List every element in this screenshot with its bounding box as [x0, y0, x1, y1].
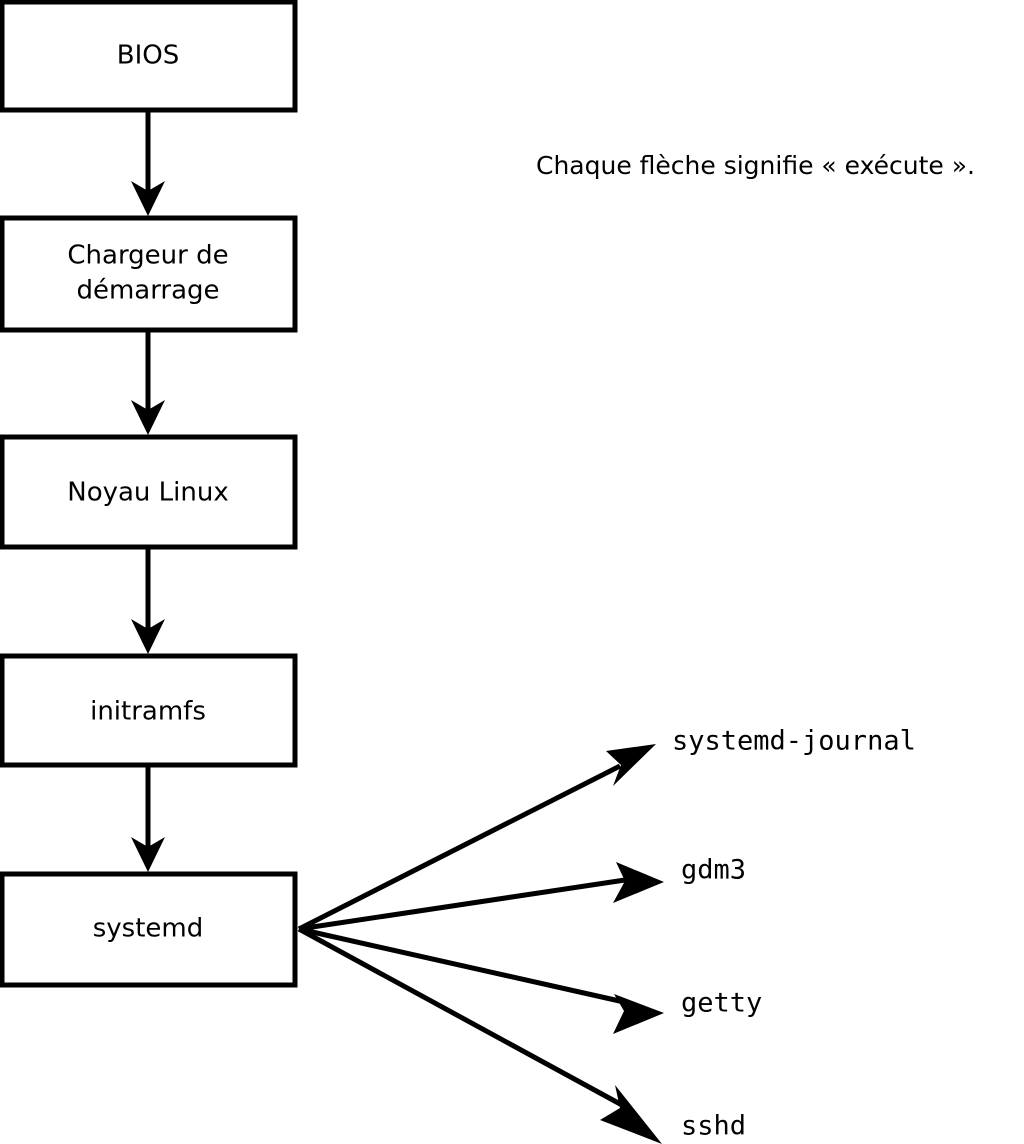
edge-line	[298, 877, 626, 932]
chain-edges-group	[131, 111, 165, 872]
edge-bootloader-to-kernel	[131, 331, 165, 435]
node-label: BIOS	[117, 41, 179, 71]
arrowhead-down-icon	[131, 619, 165, 654]
arrowhead-icon	[600, 1085, 662, 1144]
arrowhead-icon	[606, 744, 656, 786]
node-bootloader[interactable]: Chargeur de démarrage	[0, 215, 298, 333]
node-box[interactable]	[0, 653, 298, 768]
edge-line	[297, 763, 622, 932]
service-edges-group	[297, 744, 664, 1144]
node-label: systemd	[93, 914, 204, 944]
node-systemd[interactable]: systemd	[0, 871, 298, 988]
node-label-line1: Chargeur de	[67, 241, 228, 271]
node-box[interactable]	[0, 0, 298, 113]
node-label: initramfs	[90, 697, 206, 727]
node-bios[interactable]: BIOS	[0, 0, 298, 113]
edge-bios-to-bootloader	[131, 111, 165, 216]
arrowhead-down-icon	[131, 400, 165, 435]
arrowhead-down-icon	[131, 837, 165, 872]
edge-line	[297, 926, 624, 1108]
node-label: Noyau Linux	[67, 478, 228, 508]
edge-initramfs-to-systemd	[131, 766, 165, 872]
edge-systemd-to-getty	[298, 926, 664, 1034]
edge-systemd-to-systemd-journal	[297, 744, 656, 932]
edge-systemd-to-gdm3	[298, 862, 664, 932]
service-label-sshd: sshd	[681, 1111, 746, 1142]
service-label-getty: getty	[681, 988, 762, 1019]
arrowhead-down-icon	[131, 181, 165, 216]
edge-systemd-to-sshd	[297, 926, 662, 1144]
node-label-line2: démarrage	[76, 276, 219, 306]
diagram-caption: Chaque flèche signifie « exécute ».	[536, 151, 975, 180]
node-initramfs[interactable]: initramfs	[0, 653, 298, 768]
node-box[interactable]	[0, 215, 298, 333]
arrowhead-icon	[613, 862, 664, 903]
edge-kernel-to-initramfs	[131, 548, 165, 654]
service-label-gdm3: gdm3	[681, 855, 746, 886]
edge-line	[298, 926, 625, 1005]
arrowhead-icon	[613, 994, 664, 1034]
service-labels-group: systemd-journal gdm3 getty sshd	[672, 726, 916, 1142]
node-kernel[interactable]: Noyau Linux	[0, 434, 298, 550]
service-label-systemd-journal: systemd-journal	[672, 726, 916, 757]
node-box[interactable]	[0, 434, 298, 550]
node-box[interactable]	[0, 871, 298, 988]
